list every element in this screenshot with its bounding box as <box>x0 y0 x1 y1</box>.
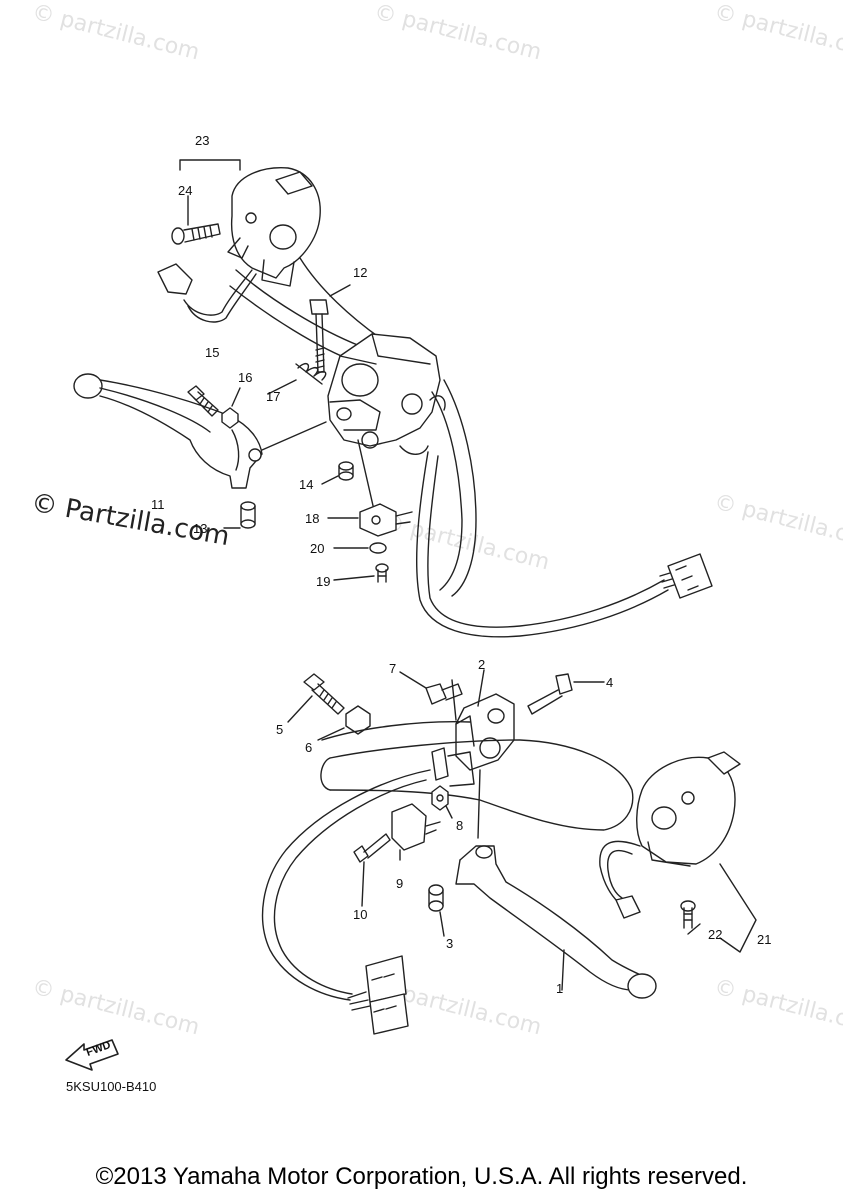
switch-wire-upper <box>183 269 253 316</box>
callout-23: 23 <box>195 133 210 148</box>
brake-lever-11 <box>73 373 263 489</box>
callout-24: 24 <box>178 183 193 198</box>
handlebar-lower <box>320 721 634 831</box>
callout-8: 8 <box>456 818 464 833</box>
screw-7 <box>425 683 463 705</box>
screw-22 <box>680 900 696 929</box>
callout-19: 19 <box>316 574 331 589</box>
connector-small <box>615 895 641 919</box>
callout-18: 18 <box>305 511 320 526</box>
leader-lever <box>261 421 327 451</box>
bolt-5 <box>303 673 345 715</box>
switch-housing-23 <box>227 167 321 287</box>
clutch-lever-1 <box>455 845 657 999</box>
callout-10: 10 <box>353 907 368 922</box>
callout-1: 1 <box>556 981 564 996</box>
copyright-footer: ©2013 Yamaha Motor Corporation, U.S.A. A… <box>95 1163 748 1190</box>
connector-upper <box>659 553 713 599</box>
diagram-code: 5KSU100-B410 <box>66 1079 157 1094</box>
callout-13: 13 <box>193 521 208 536</box>
nut-14 <box>338 461 354 481</box>
callout-2: 2 <box>478 657 486 672</box>
callout-15: 15 <box>205 345 220 360</box>
collar-3 <box>428 884 444 912</box>
screw-24 <box>171 223 221 245</box>
bolt-4 <box>527 673 573 715</box>
collar-13 <box>240 501 256 529</box>
callout-3: 3 <box>446 936 454 951</box>
connector-lower <box>347 955 409 1035</box>
callout-17: 17 <box>266 389 281 404</box>
washer-20 <box>369 542 387 554</box>
screw-19 <box>375 563 389 583</box>
wire-long-left <box>261 769 431 1001</box>
brake-switch-18 <box>359 503 413 537</box>
callout-11: 11 <box>151 497 165 512</box>
bracket-23 <box>179 159 241 171</box>
callout-12: 12 <box>353 265 368 280</box>
nut-16 <box>221 407 239 429</box>
bolt-12 <box>309 299 329 373</box>
master-cylinder <box>327 333 441 455</box>
brake-hose <box>431 391 463 591</box>
callout-6: 6 <box>305 740 313 755</box>
clutch-switch-9 <box>391 803 441 851</box>
callout-9: 9 <box>396 876 404 891</box>
switch-housing-21 <box>636 751 741 867</box>
fwd-arrow-icon <box>65 1039 119 1071</box>
switch-wire-left <box>599 840 641 903</box>
callout-14: 14 <box>299 477 314 492</box>
callout-20: 20 <box>310 541 325 556</box>
callout-16: 16 <box>238 370 253 385</box>
callout-7: 7 <box>389 661 397 676</box>
callout-21: 21 <box>757 932 772 947</box>
callout-22: 22 <box>708 927 723 942</box>
screw-10 <box>353 833 391 863</box>
callout-4: 4 <box>606 675 614 690</box>
wire-terminal <box>157 263 193 295</box>
lever-holder-2 <box>455 693 515 771</box>
spring-17 <box>295 362 327 385</box>
nut-8 <box>431 785 449 811</box>
bolt-15 <box>187 385 219 417</box>
switch-wire-main <box>415 451 669 638</box>
nut-6 <box>345 705 371 735</box>
callout-5: 5 <box>276 722 284 737</box>
